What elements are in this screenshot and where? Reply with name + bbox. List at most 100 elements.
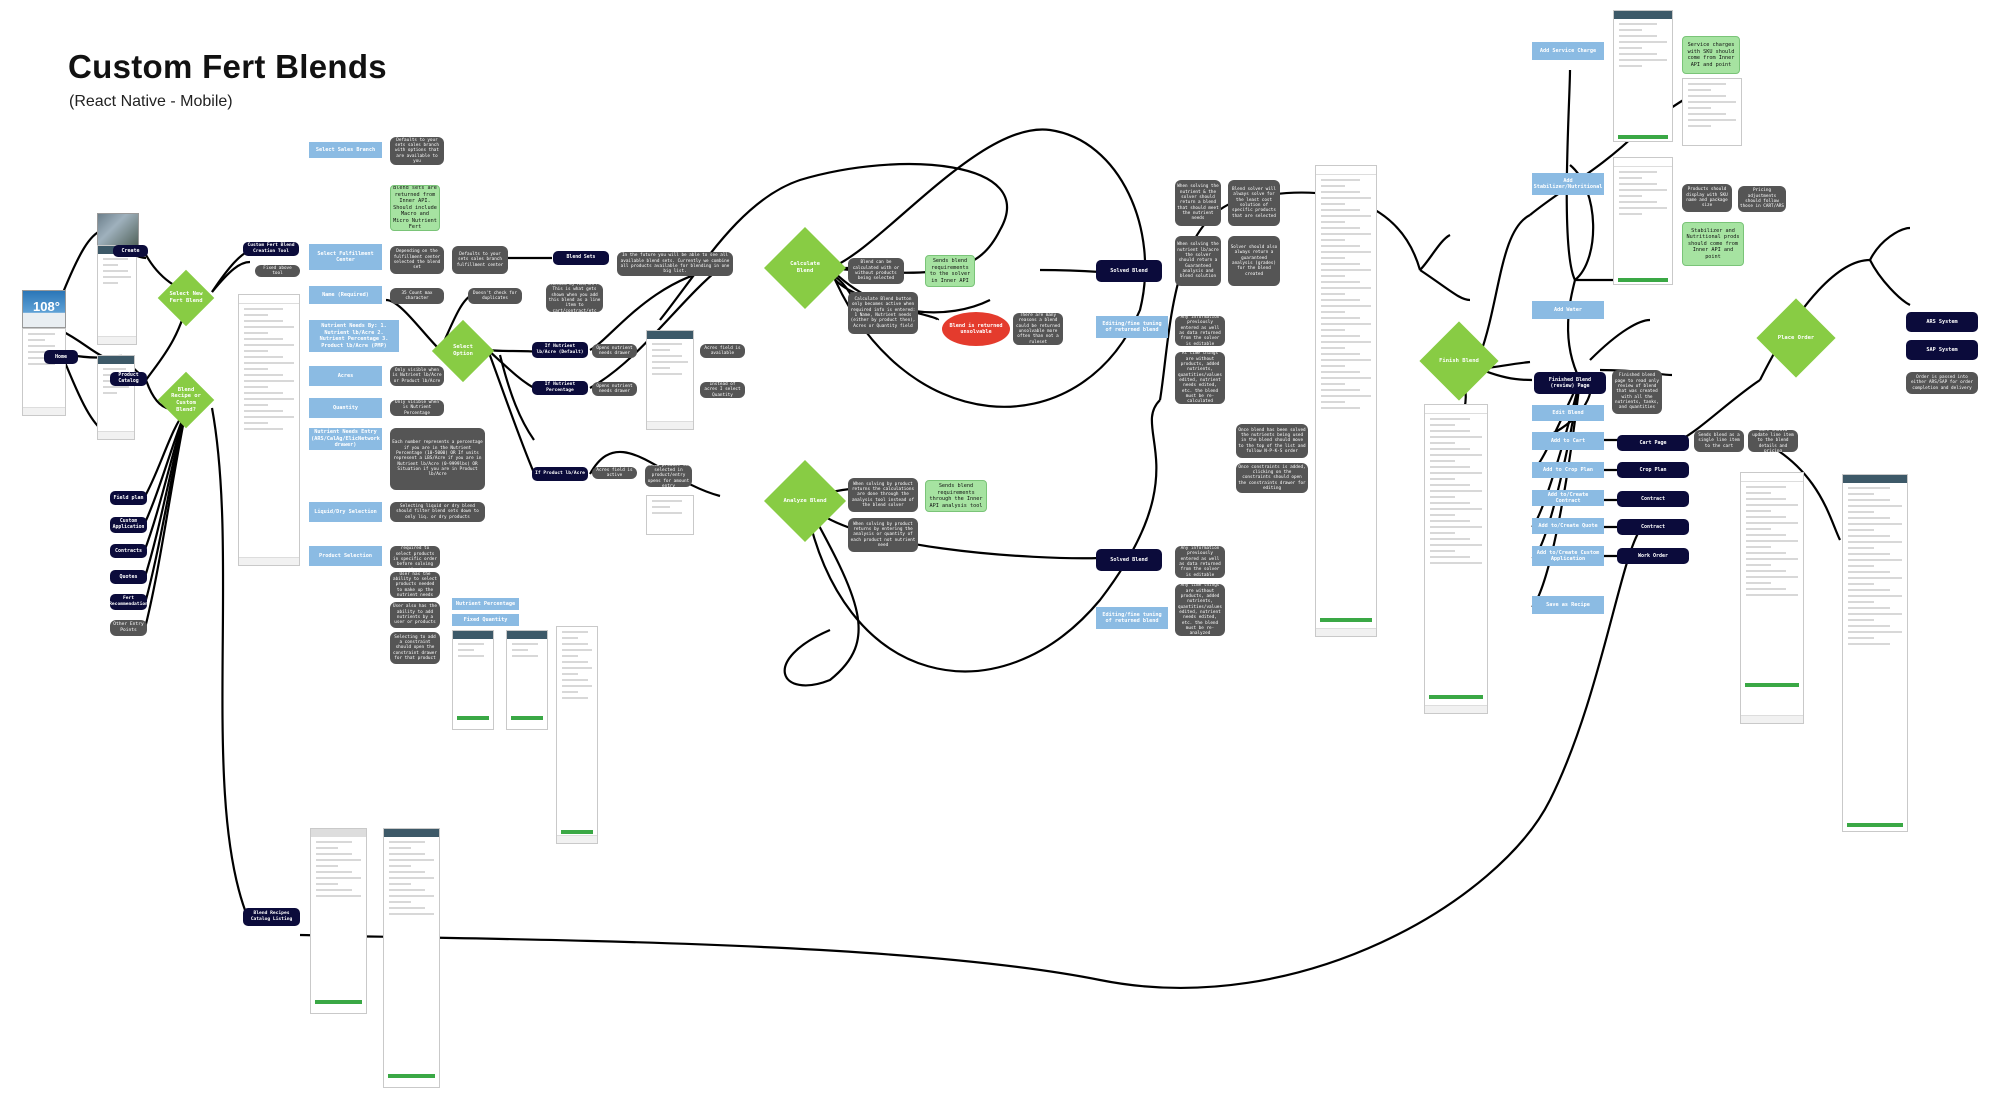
node-cart-page[interactable]: Cart Page	[1617, 435, 1689, 451]
node-custom-application[interactable]: Custom Application	[110, 517, 147, 533]
recipes-list-screen-thumb	[310, 828, 367, 1014]
note-product-b: User has the ability to select products …	[390, 572, 440, 598]
note-sends-to-solver: Sends blend requirements to the solver i…	[925, 255, 975, 287]
create-screen-thumb	[97, 245, 137, 345]
node-quotes[interactable]: Quotes	[110, 570, 147, 584]
creation-tool-screen-thumb	[238, 294, 300, 566]
decision-text: Blend Recipe or Custom Blend?	[171, 386, 201, 413]
note-solve-d: Solver should also always return a guara…	[1228, 236, 1280, 286]
node-if-nutrient-lb-acre[interactable]: If Nutrient lb/Acre (Default)	[532, 342, 588, 358]
note-quantity: Only visible when is Nutrient Percentage	[390, 400, 444, 416]
note-pricing: Pricing adjustments should follow those …	[1738, 186, 1786, 212]
note-solve-c: When solving the nutrient lb/acre the so…	[1175, 236, 1221, 286]
note-needs-entry: Each number represents a percentage if y…	[390, 428, 485, 490]
nutrient-pct-screen-thumb	[452, 630, 494, 730]
constraint-screen-thumb	[556, 626, 598, 844]
note-analyze-b: When solving by product returns by enter…	[848, 518, 918, 552]
note-service-charges: Service charges with SKU should come fro…	[1682, 36, 1740, 74]
attr-name-required: Name (Required)	[309, 286, 382, 304]
attr-liquid-dry: Liquid/Dry Selection	[309, 502, 382, 522]
node-cfb-creation-tool[interactable]: Custom Fert Blend Creation Tool	[243, 242, 299, 256]
decision-text: Finish Blend	[1439, 357, 1479, 364]
node-crop-plan[interactable]: Crop Plan	[1617, 462, 1689, 478]
action-save-as-recipe[interactable]: Save as Recipe	[1532, 596, 1604, 614]
finished-blend-screen-thumb	[1424, 404, 1488, 714]
note-acres-field: Acres field is available	[700, 344, 745, 358]
fixed-qty-screen-thumb	[506, 630, 548, 730]
node-if-product-lb-acre[interactable]: If Product lb/Acre	[532, 467, 588, 481]
attr-select-sales-branch: Select Sales Branch	[309, 142, 382, 158]
node-ars-system[interactable]: ARS System	[1906, 312, 1978, 332]
node-contract-b[interactable]: Contract	[1617, 519, 1689, 535]
decision-text: Select Option	[453, 344, 473, 357]
solved-blend-screen-thumb	[1315, 165, 1377, 637]
node-blend-sets[interactable]: Blend Sets	[553, 251, 609, 265]
note-any-info-c: Any information previously entered as we…	[1175, 546, 1225, 578]
action-add-to-cart[interactable]: Add to Cart	[1532, 432, 1604, 450]
action-edit-blend[interactable]: Edit Blend	[1532, 405, 1604, 421]
note-liquid-dry: Selecting liquid or dry blend should fil…	[390, 502, 485, 522]
note-product-d: Selecting to add a constraint should ope…	[390, 632, 440, 664]
node-if-nutrient-percentage[interactable]: If Nutrient Percentage	[532, 381, 588, 395]
note-opens-needs-b: Opens nutrient needs drawer	[592, 382, 637, 396]
action-add-create-custom-application[interactable]: Add to/Create Custom Application	[1532, 546, 1604, 566]
decision-text: Calculate Blend	[790, 261, 820, 274]
create-screen-photo	[97, 213, 139, 247]
page-title: Custom Fert Blends	[68, 48, 387, 85]
action-add-create-contract[interactable]: Add to/Create Contract	[1532, 490, 1604, 506]
home-screen-thumb	[22, 328, 66, 416]
note-sends-analysis: Sends blend requirements through the Inn…	[925, 480, 987, 512]
note-solve-a: When solving the nutrient & the solver s…	[1175, 180, 1221, 226]
note-cart-b: Cart should update line item to the blen…	[1748, 430, 1798, 452]
note-calc-b: Calculate Blend button only becomes acti…	[848, 292, 918, 334]
node-other-entry-points[interactable]: Other Entry Points	[110, 620, 147, 636]
note-order-sent: Order is passed into either ARS/SAP for …	[1906, 372, 1978, 394]
node-finished-blend-page[interactable]: Finished Blend (review) Page	[1534, 372, 1606, 394]
note-acres-active: Acres field is active	[592, 467, 637, 479]
node-contracts[interactable]: Contracts	[110, 544, 147, 558]
note-any-info-a: Any information previously entered as we…	[1175, 316, 1225, 346]
note-fulfillment-b: Defaults to your sets sales branch fulfi…	[452, 246, 508, 274]
action-add-water[interactable]: Add Water	[1532, 301, 1604, 319]
node-sap-system[interactable]: SAP System	[1906, 340, 1978, 360]
node-solved-blend-a[interactable]: Solved Blend	[1096, 260, 1162, 282]
note-calc-a: Blend can be calculated with or without …	[848, 258, 904, 284]
node-blend-recipes-catalog[interactable]: Blend Recipes Catalog Listing	[243, 908, 300, 926]
action-add-to-crop-plan[interactable]: Add to Crop Plan	[1532, 462, 1604, 478]
node-field-plan[interactable]: Field plan	[110, 491, 147, 505]
node-work-order[interactable]: Work Order	[1617, 548, 1689, 564]
node-product-catalog[interactable]: Product Catalog	[110, 372, 147, 386]
attr-editing-a: Editing/fine tuning of returned blend	[1096, 316, 1168, 338]
note-acres: Only visible when is Nutrient lb/Acre or…	[390, 366, 444, 386]
note-sales-branch: Defaults to your sets sales branch with …	[390, 137, 444, 165]
note-blend-sets-returned: Blend sets are returned from Inner API. …	[390, 185, 440, 231]
note-cart-a: Sends blend as a single line item to the…	[1694, 430, 1744, 452]
decision-finish-blend: Finish Blend	[1418, 320, 1500, 402]
action-add-stabilizer-nutritional[interactable]: Add Stabilizer/Nutritional	[1532, 173, 1604, 195]
node-solved-blend-b[interactable]: Solved Blend	[1096, 549, 1162, 571]
decision-text: Select New Fert Blend	[169, 291, 203, 304]
node-contract-a[interactable]: Contract	[1617, 491, 1689, 507]
note-name-b: Doesn't check for duplicates	[468, 288, 522, 304]
cart-detail-screen-thumb	[1842, 474, 1908, 832]
service-charge-screen-thumb	[1613, 10, 1673, 142]
page-subtitle: (React Native - Mobile)	[69, 93, 233, 110]
note-fixed-above-tool: Fixed above tool	[255, 265, 300, 277]
attr-fixed-quantity: Fixed Quantity	[452, 614, 519, 626]
action-add-create-quote[interactable]: Add to/Create Quote	[1532, 518, 1604, 534]
note-opens-needs-a: Opens nutrient needs drawer	[592, 344, 637, 358]
node-create[interactable]: Create	[113, 245, 148, 257]
note-product-a: User is not required to select products …	[390, 546, 440, 568]
node-fert-recommendation[interactable]: Fert Recommendation	[110, 594, 147, 610]
needs-drawer-screen-thumb	[646, 330, 694, 430]
note-name-c: Needed by ARS/SAP. This is what gets sho…	[546, 284, 603, 312]
note-products-display: Products should display with SKU name an…	[1682, 184, 1732, 212]
attr-product-selection: Product Selection	[309, 546, 382, 566]
decision-blend-recipe-or-custom: Blend Recipe or Custom Blend?	[157, 371, 215, 429]
note-unsolvable: There are many reasons a blend could be …	[1013, 313, 1063, 345]
decision-text: Place Order	[1777, 334, 1815, 341]
action-add-service-charge[interactable]: Add Service Charge	[1532, 42, 1604, 60]
home-weather-widget: 108°	[22, 290, 66, 328]
node-home[interactable]: Home	[44, 350, 78, 364]
decision-select-new-fert-blend: Select New Fert Blend	[157, 269, 215, 327]
